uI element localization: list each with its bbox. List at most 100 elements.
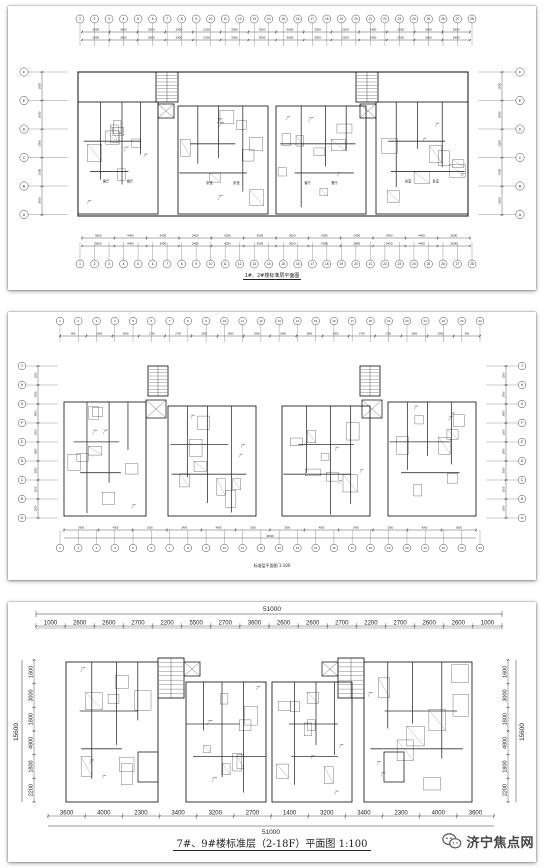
sheet1-col-bubble-bottom-label: 17 xyxy=(311,262,315,266)
sheet2-top-dim-text: 2700 xyxy=(175,332,181,336)
sheet2-col-bubble-top-circle xyxy=(311,316,320,326)
sheet2-axis-bubble-left-label: B xyxy=(21,497,23,501)
sheet1-unit-4-furniture-diag xyxy=(387,190,400,203)
sheet1-col-bubble-top-label: 1 xyxy=(79,17,81,21)
sheet2-unit-3-furniture xyxy=(320,453,330,461)
sheet1-left-dim-slash xyxy=(40,185,44,188)
sheet1-unit-3-furniture xyxy=(277,167,287,177)
sheet1-left-dim-slash xyxy=(40,156,44,159)
sheet1-col-bubble-bottom-label: 9 xyxy=(195,262,197,266)
sheet3-left-dim-text: 4800 xyxy=(29,737,35,749)
sheet1-bottom-dim2-text: 3000 xyxy=(256,242,263,246)
sheet1-col-bubble-bottom-label: 12 xyxy=(238,262,242,266)
sheet3-lift-a-outline xyxy=(183,661,201,677)
sheet1-lift-a-cross xyxy=(157,103,175,119)
sheet3-unit-3-furniture xyxy=(307,719,316,731)
sheet2-unit-3-furniture xyxy=(290,437,303,446)
sheet2-col-bubble-bottom-circle xyxy=(366,543,375,553)
sheet1-top-dim-text: 2600 xyxy=(120,28,127,32)
sheet2-left-dim-slash xyxy=(36,478,40,482)
sheet1-top-dim-text: 3000 xyxy=(259,28,266,32)
sheet2-right-dim-slash xyxy=(504,364,508,368)
sheet1-col-bubble-bottom-label: 11 xyxy=(224,262,228,266)
sheet3-left-dim-slash xyxy=(32,777,36,780)
sheet3-bottom-dim-slash xyxy=(492,814,496,818)
sheet1-bottom-dim2-slash xyxy=(404,244,407,248)
sheet2-unit-2-furniture-diag xyxy=(216,478,226,496)
sheet2-bottom-dim-text: 2400 xyxy=(181,526,187,530)
sheet2-bottom-dim-slash xyxy=(440,528,443,532)
sheet1-unit-1-furniture-diag xyxy=(110,124,119,143)
sheet1-unit-2-furniture xyxy=(242,149,255,162)
sheet2-right-dim-slash xyxy=(504,421,508,425)
sheet3-top-dim-text: 3600 xyxy=(248,621,262,627)
sheet3-right-dim-text: 4800 xyxy=(503,737,509,749)
sheet3-unit-3-door xyxy=(334,790,339,795)
sheet1-bottom-dim-text: 4400 xyxy=(127,234,134,238)
sheet3-unit-2-door xyxy=(211,777,218,783)
sheet2-right-dim-text: 2800 xyxy=(502,410,506,416)
sheet1-col-bubble-bottom-label: 23 xyxy=(398,262,402,266)
sheet1-bottom-dim-slash xyxy=(274,236,278,240)
sheet3-top-dim-slash xyxy=(34,624,38,628)
sheet3-lift-b-cross xyxy=(321,661,339,677)
sheet1-col-bubble-top-label: 26 xyxy=(441,17,445,21)
sheet1-top-dim-text: 3050 xyxy=(231,28,238,32)
sheet2-col-bubble-bottom-label: 7 xyxy=(169,546,171,550)
sheet1-right-dim-slash xyxy=(500,99,504,102)
sheet2-top-dim-text: 2650 xyxy=(411,332,417,336)
sheet1-unit-4-door xyxy=(435,123,439,127)
sheet1-unit-1-room-label: 客厅 xyxy=(103,179,110,184)
sheet2-axis-bubble-right-label: F xyxy=(521,421,523,425)
sheet1-unit-1-furniture xyxy=(110,124,119,143)
sheet2-axis-bubble-left-circle xyxy=(17,456,27,466)
sheet1-col-bubble-bottom-label: 14 xyxy=(267,262,271,266)
sheet2-unit-2-furniture xyxy=(193,461,207,472)
sheet3-top-dim-slash xyxy=(238,624,242,628)
sheet3-unit-2-furniture xyxy=(220,693,229,705)
sheet2-axis-bubble-right-circle xyxy=(517,513,527,523)
sheet1-unit-2-furniture-diag xyxy=(209,173,221,183)
sheet1-bottom-dim-slash xyxy=(145,236,148,240)
sheet1-unit-2-door xyxy=(218,195,223,200)
sheet2-col-bubble-top-circle xyxy=(220,316,229,326)
sheet3-unit-2-furniture-diag xyxy=(222,763,231,775)
sheet3-unit-1-furniture-diag xyxy=(85,692,103,710)
sheet2-axis-bubble-left-circle xyxy=(17,475,27,485)
sheet1-bottom-dim-slash xyxy=(436,236,439,240)
sheet1-unit-4-room-label: 卧室 xyxy=(405,179,411,184)
sheet1-bottom-dim-slash xyxy=(80,236,84,240)
sheet1-unit-4-furniture-diag xyxy=(414,171,430,184)
sheet3-top-dim-text: 2700 xyxy=(131,621,145,627)
sheet3-unit-2-furniture xyxy=(236,754,244,769)
sheet3-right-dim-slash xyxy=(506,800,510,804)
sheet1-top-dim2-slash xyxy=(191,38,195,42)
sheet1-axis-bubble-left-label: F xyxy=(23,70,26,74)
sheet2-col-bubble-bottom-circle xyxy=(329,543,338,553)
sheet2-top-dim-slash xyxy=(242,334,245,338)
sheet1-unit-3-door xyxy=(308,117,314,123)
sheet3-unit-3-furniture xyxy=(324,766,334,784)
sheet2-axis-bubble-right-label: J xyxy=(521,364,523,368)
sheet1-col-bubble-bottom-label: 24 xyxy=(412,262,416,266)
sheet1-col-bubble-top-label: 13 xyxy=(252,17,256,21)
sheet2-top-dim-text: 2950 xyxy=(280,332,286,336)
sheet2-bottom-dim-text: 2400 xyxy=(353,526,359,530)
sheet1-unit-4-outline xyxy=(375,101,469,215)
sheet1-col-bubble-top-label: 3 xyxy=(108,17,110,21)
sheet2-col-bubble-bottom-label: 14 xyxy=(296,546,300,550)
sheet1-bottom-dim2-text: 2450 xyxy=(192,242,199,246)
sheet1-top-dim-text: 2450 xyxy=(176,28,183,32)
sheet3-unit-1-furniture xyxy=(121,763,133,785)
sheet1-col-bubble-bottom-label: 18 xyxy=(325,262,329,266)
sheet1-axis-bubble-right-label: D xyxy=(519,127,522,131)
sheet3-bottom-dim-text: 3600 xyxy=(469,811,483,817)
sheet2-col-bubble-top-label: 15 xyxy=(314,319,318,323)
sheet2-axis-bubble-left-label: E xyxy=(21,440,23,444)
sheet2-left-dim-slash xyxy=(36,383,40,387)
sheet1-unit-3-outline xyxy=(275,105,367,215)
sheet2-unit-1-furniture xyxy=(76,453,89,462)
sheet1-bottom-dim2-text: 3000 xyxy=(289,242,296,246)
sheet3-bottom-dim-slash xyxy=(158,814,161,818)
sheet2-col-bubble-top-label: 19 xyxy=(387,319,391,323)
